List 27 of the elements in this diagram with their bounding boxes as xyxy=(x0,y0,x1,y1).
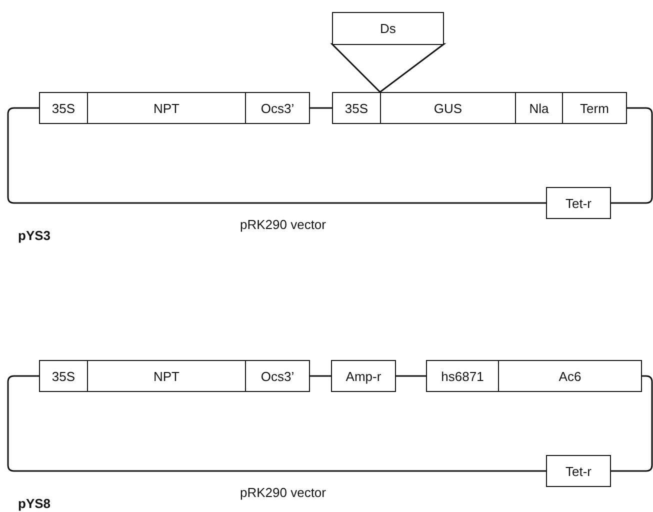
backbone-line xyxy=(310,107,332,109)
vector-label: pRK290 vector xyxy=(240,485,326,500)
backbone-line xyxy=(396,375,426,377)
backbone-line xyxy=(7,107,546,204)
plasmid-name: pYS3 xyxy=(18,228,51,243)
gene-segment: Ac6 xyxy=(498,360,642,392)
backbone-line xyxy=(7,375,546,472)
gene-segment: Ocs3’ xyxy=(245,92,310,124)
plasmid-name: pYS8 xyxy=(18,496,51,511)
gene-segment: Tet-r xyxy=(546,455,611,487)
vector-label: pRK290 vector xyxy=(240,217,326,232)
gene-segment: Tet-r xyxy=(546,187,611,219)
backbone-line xyxy=(310,375,331,377)
gene-segment: hs6871 xyxy=(426,360,499,392)
gene-segment: Term xyxy=(562,92,627,124)
gene-segment: NPT xyxy=(87,92,246,124)
gene-segment: 35S xyxy=(332,92,381,124)
backbone-line xyxy=(611,375,653,472)
backbone-line xyxy=(611,107,653,204)
gene-segment: Ocs3’ xyxy=(245,360,310,392)
gene-segment: Amp-r xyxy=(331,360,396,392)
gene-segment: 35S xyxy=(39,360,88,392)
gene-segment: 35S xyxy=(39,92,88,124)
gene-segment: Nla xyxy=(515,92,563,124)
gene-segment: Ds xyxy=(332,12,444,45)
gene-segment: NPT xyxy=(87,360,246,392)
gene-segment: GUS xyxy=(380,92,516,124)
